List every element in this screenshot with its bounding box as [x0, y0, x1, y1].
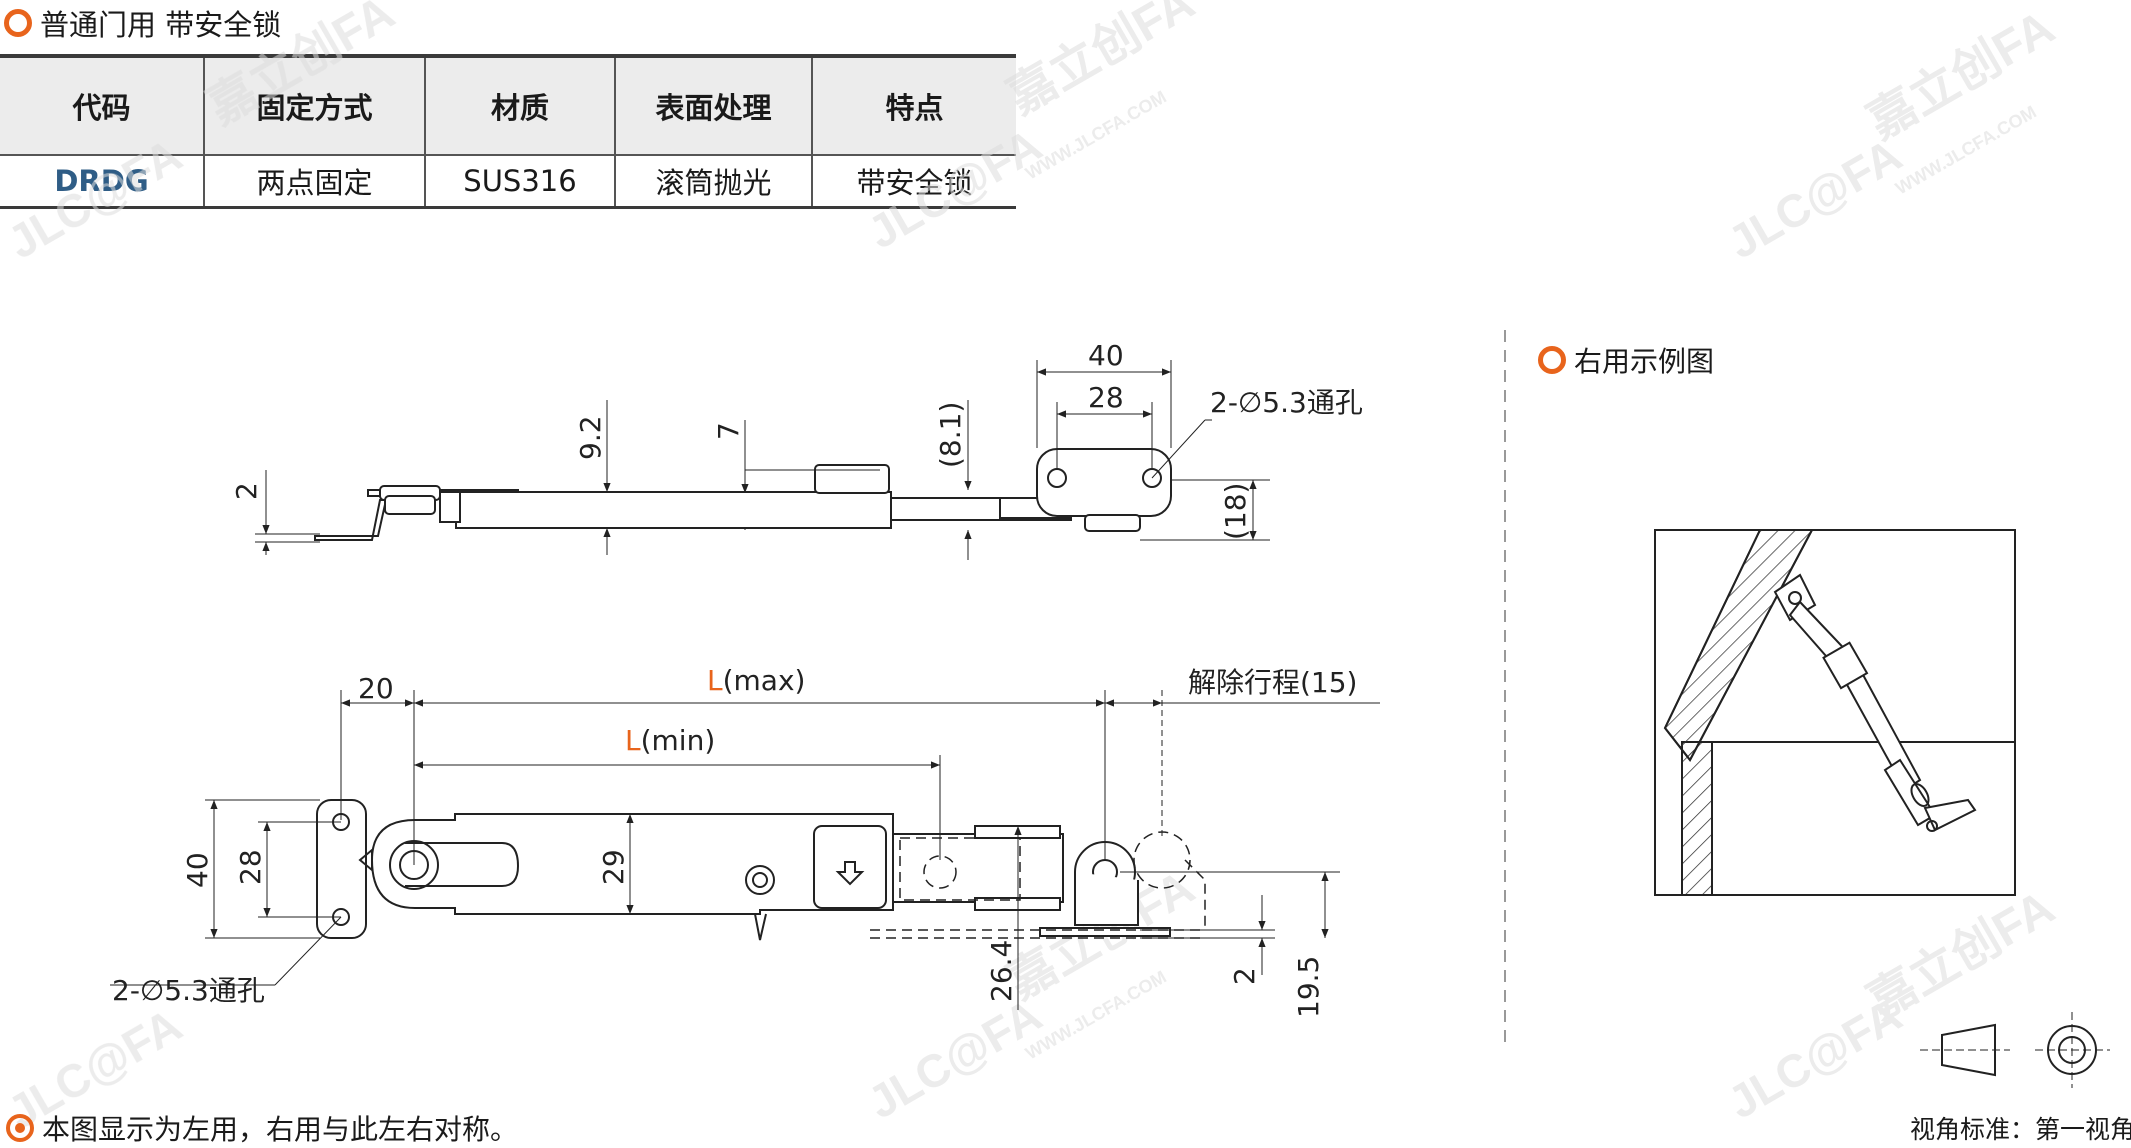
section-heading: 普通门用 带安全锁 — [4, 2, 281, 44]
dim-l-max: L(max) — [707, 664, 805, 697]
release-stroke: 解除行程(15) — [1188, 666, 1357, 699]
dot-bullet-icon — [6, 1114, 34, 1142]
table-header-cell: 固定方式 — [204, 54, 426, 156]
table-header-cell: 表面处理 — [615, 54, 813, 156]
dim-7: 7 — [712, 422, 745, 440]
watermark-logo: JLC@FA — [859, 988, 1050, 1128]
top-view — [255, 360, 1270, 560]
table-header-cell: 特点 — [812, 54, 1016, 156]
dim-8-1: (8.1) — [934, 402, 967, 468]
watermark-logo: JLC@FA — [1719, 128, 1910, 268]
dim-l-min: L(min) — [625, 724, 715, 757]
dim-18: (18) — [1219, 483, 1252, 540]
table-cell-code: DRDG — [0, 155, 205, 209]
view-standard: 视角标准：第一视角 — [1910, 1115, 2131, 1144]
dim-26-4: 26.4 — [985, 940, 1018, 1002]
dim-28: 28 — [234, 849, 267, 885]
dim-40: 40 — [181, 852, 214, 888]
table-row: DRDG 两点固定 SUS316 滚筒抛光 带安全锁 — [0, 155, 1016, 209]
dim-20: 20 — [358, 672, 394, 705]
dim-9-2: 9.2 — [574, 415, 607, 460]
top-hole-note: 2-∅5.3通孔 — [1210, 386, 1363, 419]
dim-width-inner: 28 — [1088, 381, 1124, 414]
right-example-illustration — [1654, 529, 2016, 896]
dim-thickness: 2 — [230, 482, 263, 500]
watermark-logo: JLC@FA — [859, 118, 1050, 258]
l-letter: L — [625, 724, 641, 757]
dim-2: 2 — [1228, 967, 1261, 985]
l-min-suffix: (min) — [641, 724, 716, 757]
watermark-logo: JLC@FA — [0, 128, 190, 268]
table-cell: 滚筒抛光 — [615, 155, 813, 209]
dim-width-outer: 40 — [1088, 339, 1124, 372]
table-cell: SUS316 — [425, 155, 616, 209]
right-example-heading: 右用示例图 — [1538, 340, 1714, 380]
table-header-cell: 材质 — [425, 54, 616, 156]
ring-bullet-icon — [1538, 346, 1566, 374]
l-max-suffix: (max) — [723, 664, 806, 697]
front-hole-note: 2-∅5.3通孔 — [112, 974, 265, 1007]
right-example-heading-text: 右用示例图 — [1574, 345, 1715, 378]
watermark-brand: 嘉立创FA — [999, 0, 1203, 125]
spec-table: 代码 固定方式 材质 表面处理 特点 DRDG 两点固定 SUS316 滚筒抛光… — [0, 54, 1016, 209]
l-letter: L — [707, 664, 723, 697]
table-header-row: 代码 固定方式 材质 表面处理 特点 — [0, 54, 1016, 156]
first-angle-projection-icon — [1920, 1012, 2110, 1088]
dim-19-5: 19.5 — [1292, 956, 1325, 1018]
watermark-logo: JLC@FA — [1719, 988, 1910, 1128]
section-heading-text: 普通门用 带安全锁 — [40, 8, 282, 42]
table-cell: 两点固定 — [204, 155, 426, 209]
front-view — [110, 690, 1380, 1010]
dim-29: 29 — [597, 849, 630, 885]
table-cell: 带安全锁 — [812, 155, 1016, 209]
watermark-brand: 嘉立创FA — [1859, 1, 2063, 150]
footnote-text: 本图显示为左用，右用与此左右对称。 — [42, 1113, 519, 1146]
watermark-brand: 嘉立创FA — [199, 0, 403, 135]
ring-bullet-icon — [4, 9, 32, 37]
footnote: 本图显示为左用，右用与此左右对称。 — [6, 1108, 518, 1148]
table-header-cell: 代码 — [0, 54, 205, 156]
